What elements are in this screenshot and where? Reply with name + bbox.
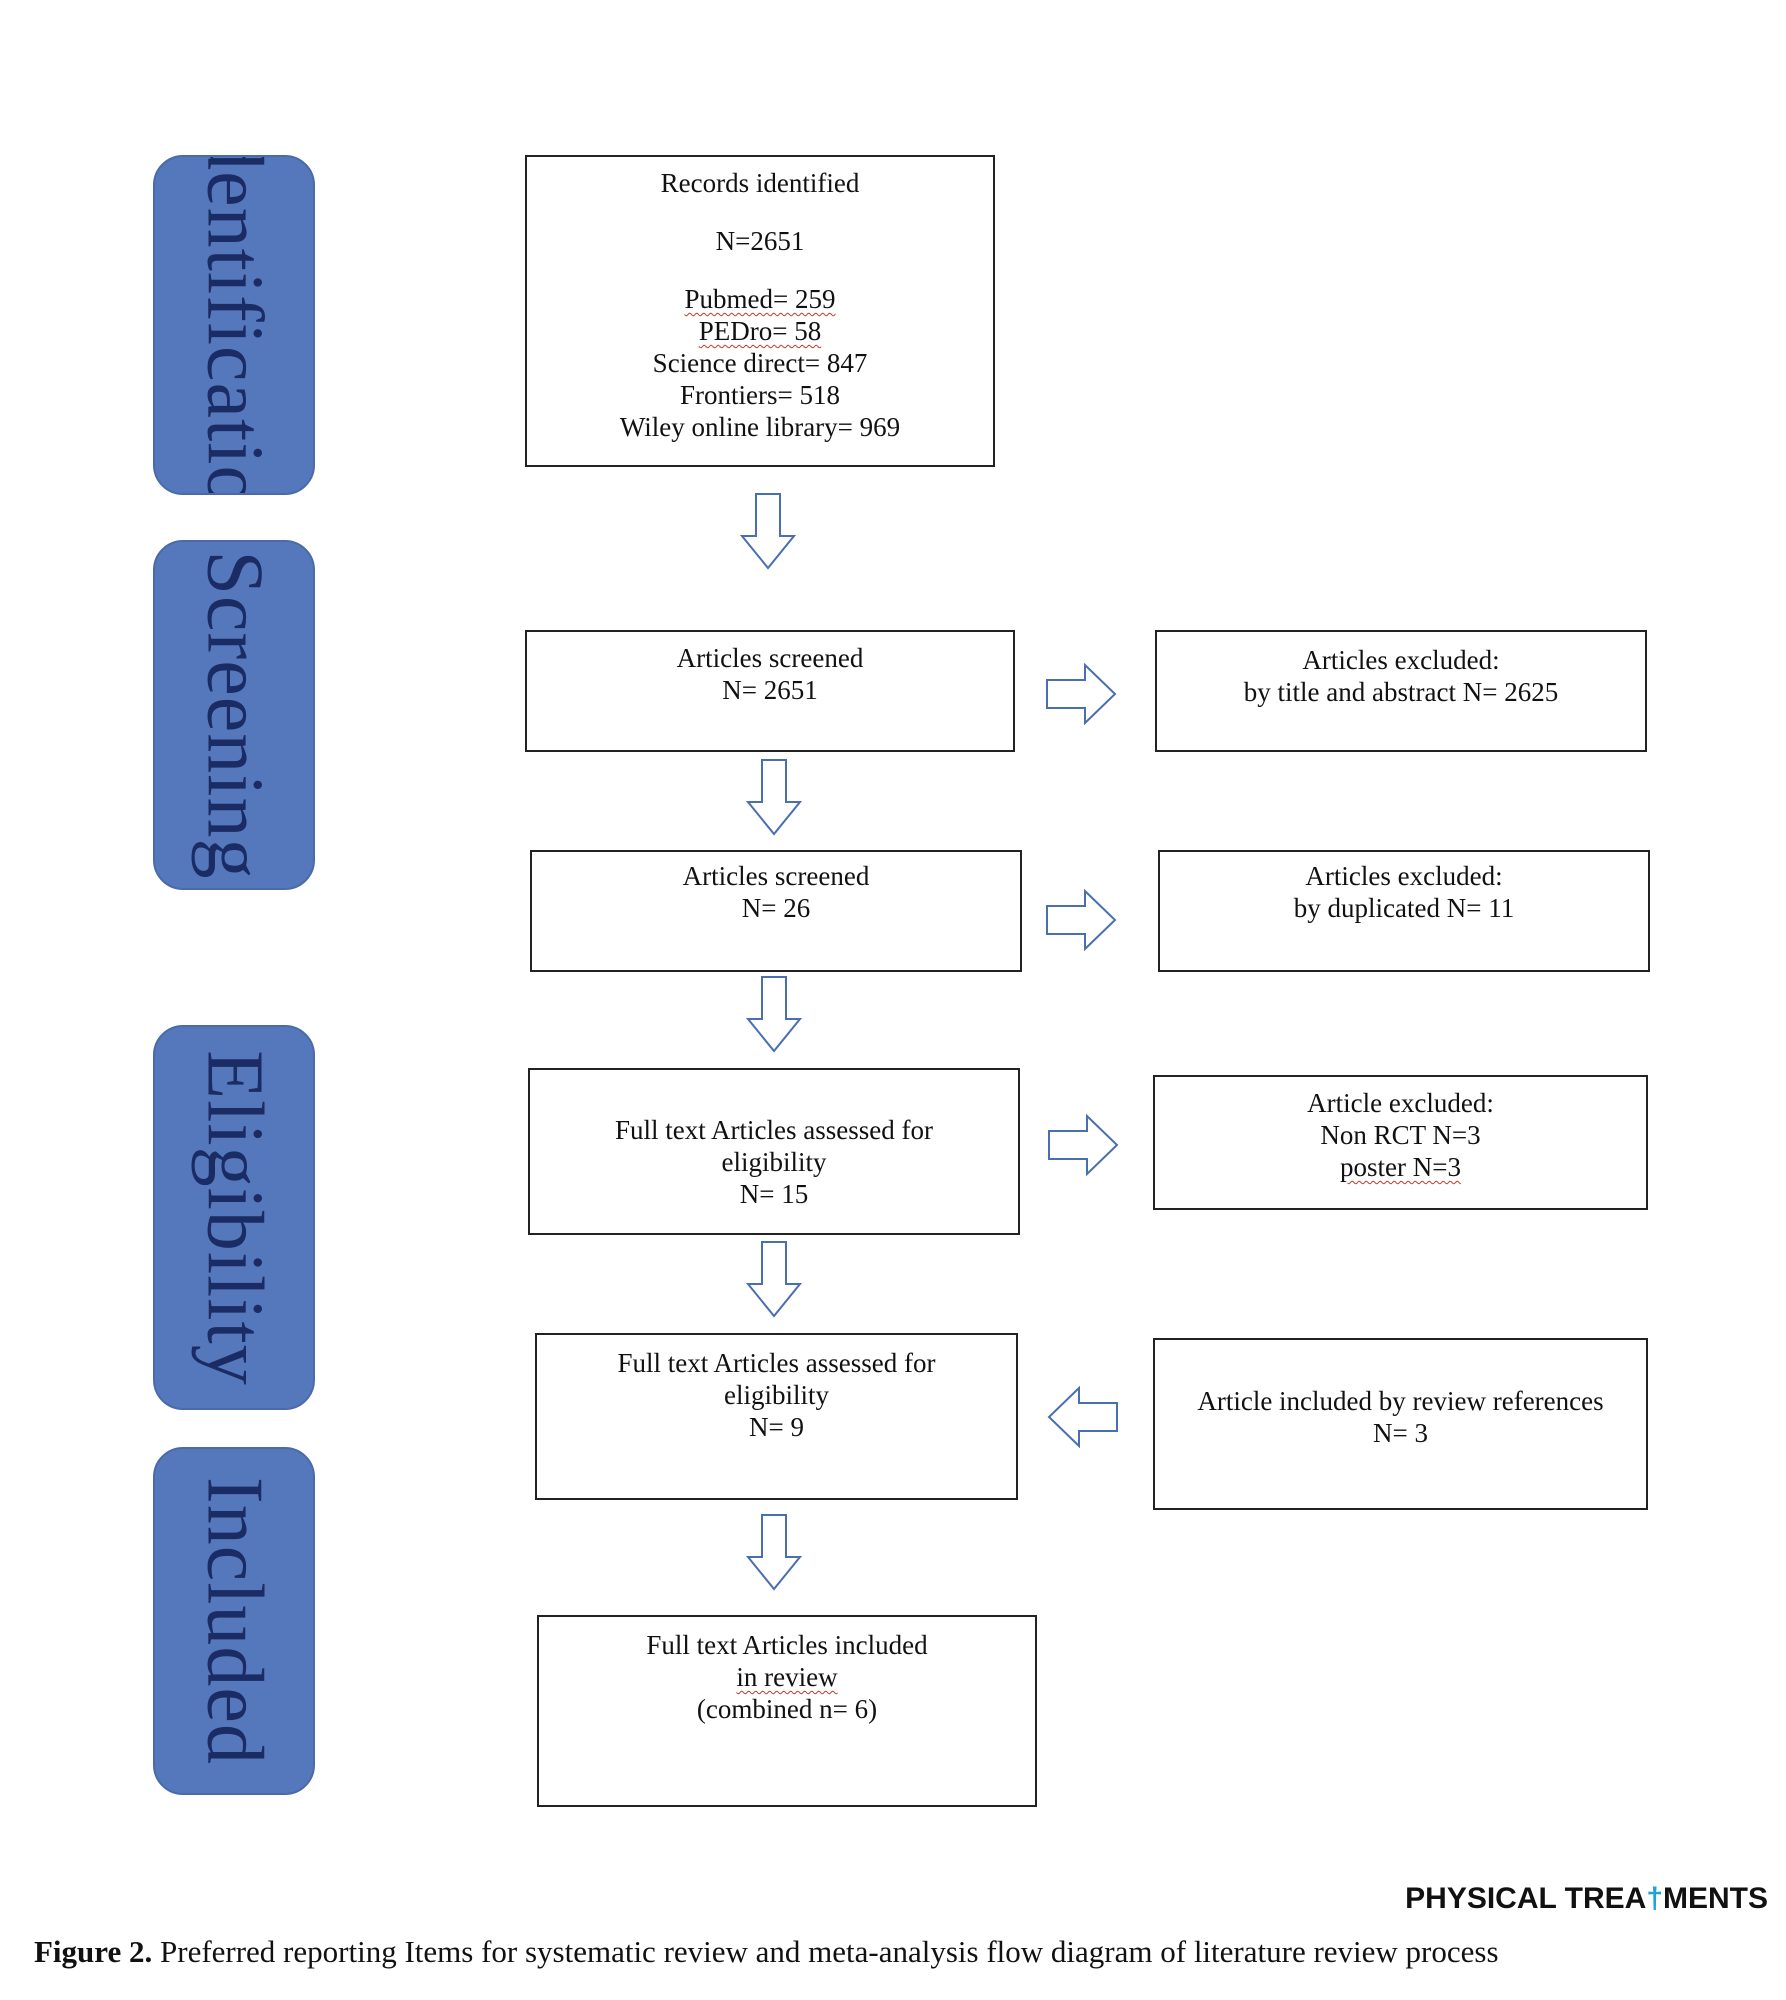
box-line: N= 15 xyxy=(739,1179,809,1209)
box-line-poster: poster N=3 xyxy=(1155,1151,1646,1183)
box-line: N= 2651 xyxy=(722,675,818,705)
left-arrow-icon xyxy=(1047,1385,1118,1449)
box-line: Articles screened xyxy=(682,861,870,891)
box-line: by duplicated N= 11 xyxy=(1293,893,1515,923)
articles-excluded-box-2: Articles excluded: by duplicated N= 11 xyxy=(1158,850,1650,972)
box-line: eligibility xyxy=(721,1147,827,1177)
stage-included: Included xyxy=(153,1447,315,1795)
articles-excluded-box-1: Articles excluded: by title and abstract… xyxy=(1155,630,1647,752)
down-arrow-icon xyxy=(746,1241,802,1318)
logo-text-left: PHYSICAL TREA xyxy=(1405,1882,1647,1915)
articles-screened-box-1: Articles screened N= 2651 xyxy=(525,630,1015,752)
right-arrow-icon xyxy=(1048,1113,1119,1177)
right-arrow-icon xyxy=(1046,662,1117,726)
box-line-in-review: in review xyxy=(539,1661,1035,1693)
figure-label: Figure 2. xyxy=(34,1934,153,1969)
source-pubmed: Pubmed= 259 xyxy=(527,283,993,315)
down-arrow-icon xyxy=(746,976,802,1053)
records-identified-box: Records identified N=2651 Pubmed= 259 PE… xyxy=(525,155,995,467)
box-line: N= 3 xyxy=(1373,1418,1428,1448)
box-line: Article included by review references xyxy=(1197,1386,1604,1416)
box-line: Articles excluded: xyxy=(1302,645,1500,675)
stage-screening-label: Screening xyxy=(190,550,279,880)
journal-logo: PHYSICAL TREA†MENTS xyxy=(1405,1882,1768,1916)
box-line: Articles screened xyxy=(676,643,864,673)
source-pedro-text: PEDro= 58 xyxy=(698,316,822,346)
records-identified-title: Records identified xyxy=(660,168,860,198)
figure-caption: Figure 2. Preferred reporting Items for … xyxy=(34,1934,1499,1970)
right-arrow-icon xyxy=(1046,888,1117,952)
box-line: Full text Articles included xyxy=(646,1630,928,1660)
box-line: Full text Articles assessed for xyxy=(615,1115,933,1145)
down-arrow-icon xyxy=(746,1514,802,1591)
figure-caption-text: Preferred reporting Items for systematic… xyxy=(152,1934,1499,1969)
box-line: eligibility xyxy=(724,1380,829,1410)
box-line: Articles excluded: xyxy=(1305,861,1503,891)
box-line: by title and abstract N= 2625 xyxy=(1243,677,1559,707)
down-arrow-icon xyxy=(740,493,796,570)
box-line: Full text Articles assessed for xyxy=(617,1348,936,1378)
included-by-references-box: Article included by review references N=… xyxy=(1153,1338,1648,1510)
logo-text-right: MENTS xyxy=(1663,1882,1768,1915)
source-pedro: PEDro= 58 xyxy=(527,315,993,347)
source-pubmed-text: Pubmed= 259 xyxy=(684,284,836,314)
poster-text: poster N=3 xyxy=(1340,1152,1461,1182)
stage-eligibility: Eligibility xyxy=(153,1025,315,1410)
box-line: (combined n= 6) xyxy=(696,1694,878,1724)
box-line: N= 26 xyxy=(741,893,811,923)
stage-eligibility-label: Eligibility xyxy=(190,1049,279,1386)
fulltext-assessed-box-2: Full text Articles assessed for eligibil… xyxy=(535,1333,1018,1500)
stage-screening: Screening xyxy=(153,540,315,890)
stage-identification: Identification xyxy=(153,155,315,495)
source-frontiers: Frontiers= 518 xyxy=(680,380,840,410)
articles-excluded-box-3: Article excluded: Non RCT N=3 poster N=3 xyxy=(1153,1075,1648,1210)
fulltext-assessed-box-1: Full text Articles assessed for eligibil… xyxy=(528,1068,1020,1235)
final-included-box: Full text Articles included in review (c… xyxy=(537,1615,1037,1807)
stage-included-label: Included xyxy=(190,1477,279,1765)
logo-mark: † xyxy=(1646,1882,1663,1915)
records-identified-total: N=2651 xyxy=(715,226,805,256)
source-science-direct: Science direct= 847 xyxy=(652,348,868,378)
in-review-text: in review xyxy=(736,1662,838,1692)
box-line: Non RCT N=3 xyxy=(1320,1120,1481,1150)
stage-identification-label: Identification xyxy=(190,155,279,495)
articles-screened-box-2: Articles screened N= 26 xyxy=(530,850,1022,972)
source-wiley: Wiley online library= 969 xyxy=(619,412,901,442)
box-line: Article excluded: xyxy=(1307,1088,1494,1118)
box-line: N= 9 xyxy=(749,1412,804,1442)
down-arrow-icon xyxy=(746,759,802,836)
